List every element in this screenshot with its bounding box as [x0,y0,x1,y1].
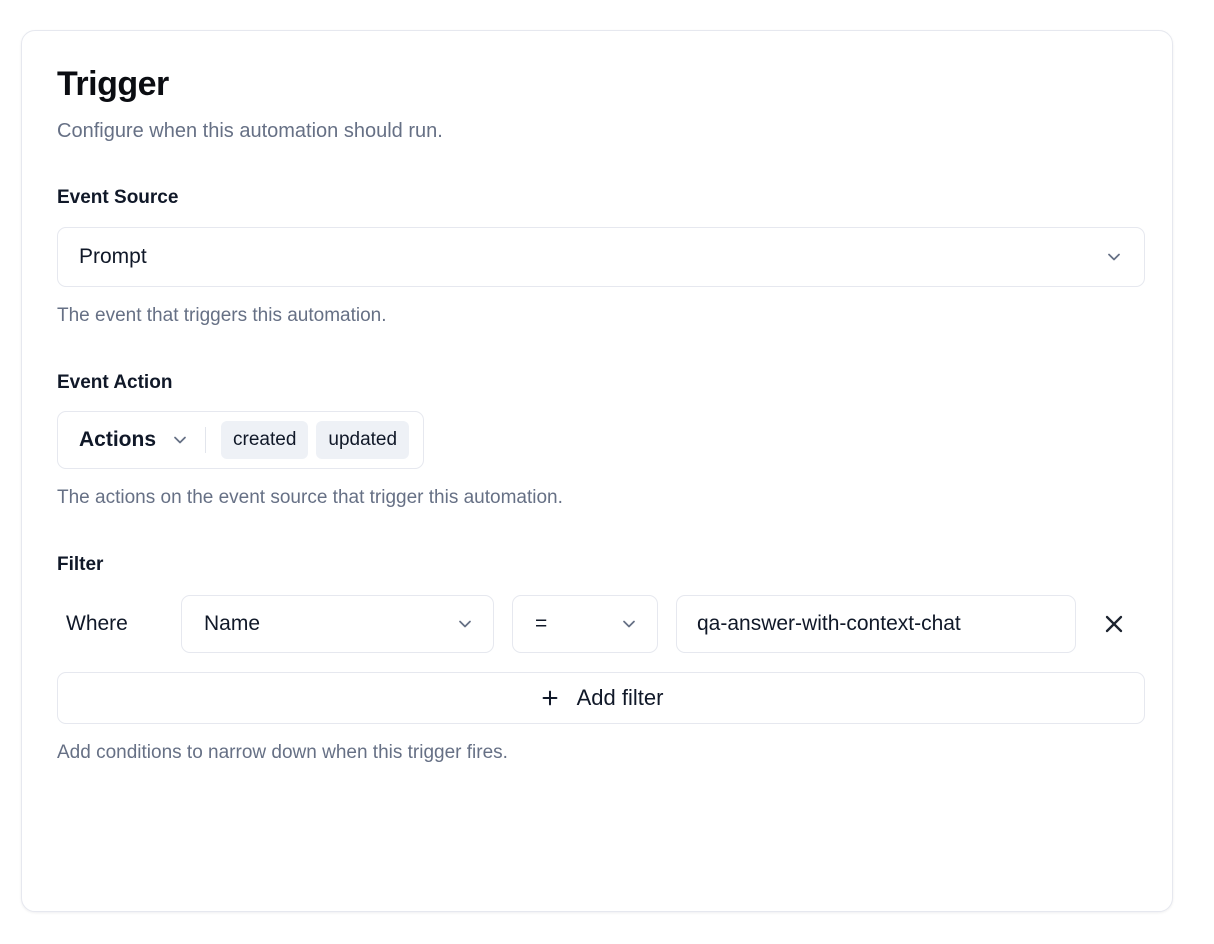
filter-operator-select[interactable]: = [512,594,658,653]
event-action-control: Actions created updated [57,411,425,470]
actions-dropdown-button[interactable]: Actions [79,428,190,452]
event-action-field: Event Action Actions created updated The [57,372,1137,511]
event-action-help: The actions on the event source that tri… [57,487,563,509]
add-filter-label: Add filter [576,684,664,710]
page-title: Trigger [57,65,169,103]
close-icon [1105,615,1123,632]
filter-help: Add conditions to narrow down when this … [57,741,508,763]
divider [205,427,207,454]
filter-field: Filter Where Name = [57,554,1145,765]
filter-row: Where Name = [57,594,1137,654]
remove-filter-button[interactable] [1088,595,1140,653]
plus-icon [539,687,561,709]
filter-field-value: Name [204,611,261,635]
filter-label: Filter [57,554,104,576]
actions-dropdown-label: Actions [79,428,157,452]
event-source-value: Prompt [79,244,147,268]
add-filter-button[interactable]: Add filter [57,671,1145,724]
action-pill-updated[interactable]: updated [316,421,410,460]
trigger-card: Trigger Configure when this automation s… [21,30,1173,912]
filter-operator-value: = [535,611,548,635]
event-action-label: Event Action [57,371,173,393]
chevron-down-icon [1104,247,1124,267]
action-pill-created[interactable]: created [221,421,309,460]
chevron-down-icon [170,430,190,450]
chevron-down-icon [455,614,475,634]
where-label: Where [66,611,128,635]
event-source-select[interactable]: Prompt [57,226,1145,287]
event-source-help: The event that triggers this automation. [57,304,387,326]
selected-actions-list: created updated [221,421,410,460]
chevron-down-icon [619,614,639,634]
page-subtitle: Configure when this automation should ru… [57,120,443,143]
filter-field-select[interactable]: Name [181,594,494,653]
event-source-label: Event Source [57,187,179,209]
filter-value-input[interactable] [676,594,1076,653]
event-source-field: Event Source Prompt The event that trigg… [57,187,1145,328]
